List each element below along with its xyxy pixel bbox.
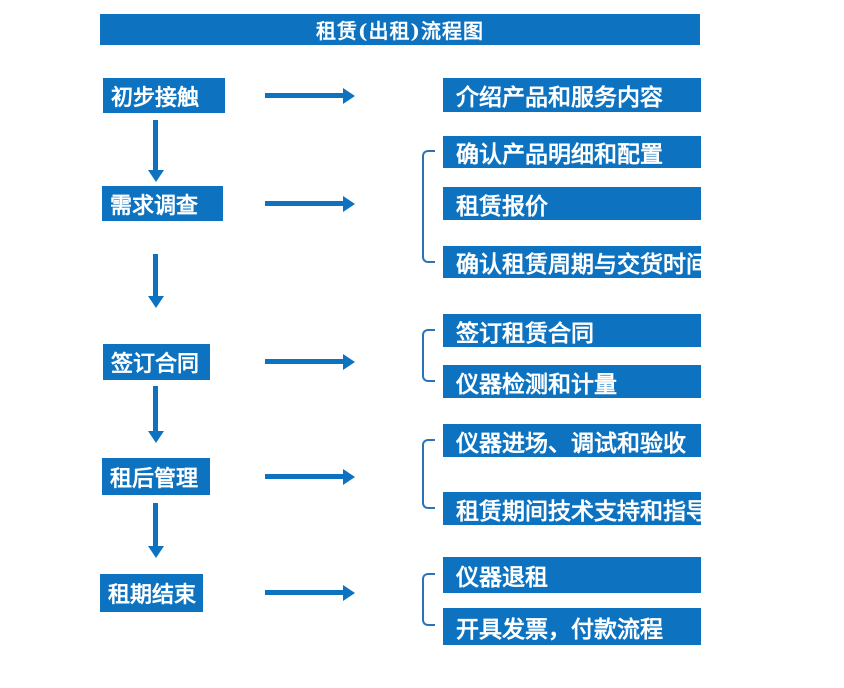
right-arrow-lease-end bbox=[265, 584, 355, 601]
stage-box-lease-end: 租期结束 bbox=[100, 574, 203, 612]
detail-box-instrument-inspection-calibration: 仪器检测和计量 bbox=[443, 365, 701, 398]
flowchart-title: 租赁(出租)流程图 bbox=[100, 14, 700, 45]
down-arrow-stage3-to-stage4 bbox=[147, 386, 164, 443]
detail-box-confirm-product-details-config: 确认产品明细和配置 bbox=[443, 136, 701, 168]
down-arrow-stage1-to-stage2 bbox=[147, 120, 164, 182]
right-arrow-contract-signing bbox=[265, 353, 355, 370]
bracket-lease-end-group bbox=[422, 573, 435, 626]
stage-box-contract-signing: 签订合同 bbox=[103, 344, 210, 380]
stage-box-post-rental-management: 租后管理 bbox=[102, 458, 210, 495]
detail-box-sign-rental-contract: 签订租赁合同 bbox=[443, 314, 701, 347]
bracket-demand-survey-group bbox=[422, 150, 435, 263]
detail-box-instrument-arrival-debug-acceptance: 仪器进场、调试和验收 bbox=[443, 424, 701, 457]
detail-box-introduce-products-services: 介绍产品和服务内容 bbox=[443, 78, 701, 112]
down-arrow-stage2-to-stage3 bbox=[147, 254, 164, 308]
detail-box-rental-tech-support-guidance: 租赁期间技术支持和指导 bbox=[443, 492, 709, 525]
right-arrow-post-rental-management bbox=[265, 468, 355, 485]
detail-box-confirm-rental-period-delivery: 确认租赁周期与交货时间 bbox=[443, 246, 709, 278]
detail-box-rental-quotation: 租赁报价 bbox=[443, 187, 701, 220]
bracket-contract-signing-group bbox=[422, 329, 435, 382]
stage-box-demand-survey: 需求调查 bbox=[102, 186, 223, 221]
bracket-post-rental-management-group bbox=[422, 439, 435, 509]
right-arrow-demand-survey bbox=[265, 195, 355, 212]
detail-box-instrument-return: 仪器退租 bbox=[443, 557, 701, 593]
stage-box-initial-contact: 初步接触 bbox=[103, 78, 225, 113]
right-arrow-initial-contact bbox=[265, 87, 355, 104]
detail-box-invoice-payment-process: 开具发票，付款流程 bbox=[443, 608, 701, 645]
down-arrow-stage4-to-stage5 bbox=[147, 503, 164, 558]
